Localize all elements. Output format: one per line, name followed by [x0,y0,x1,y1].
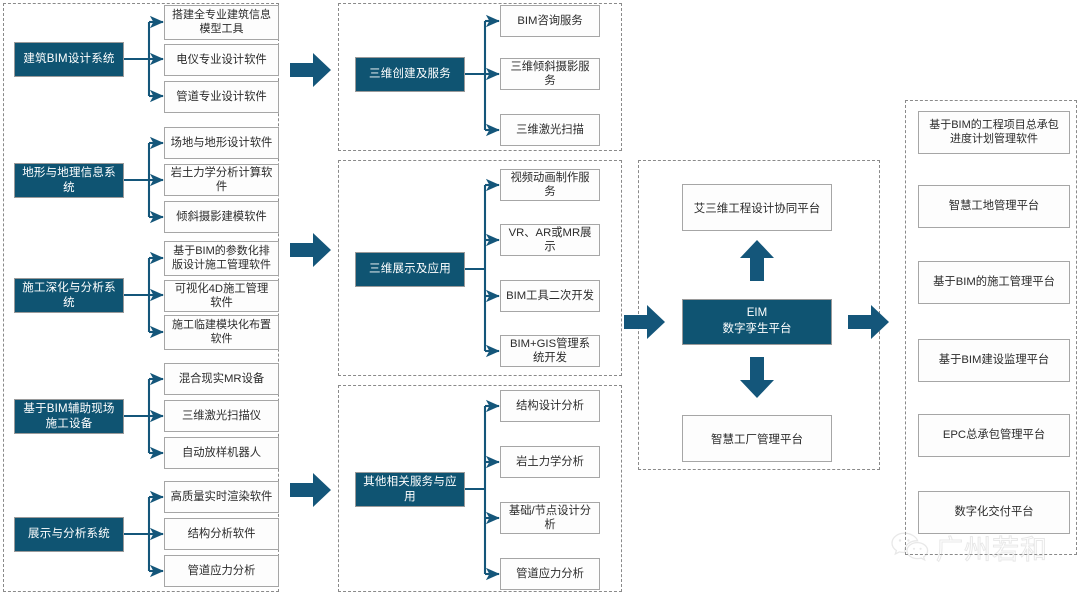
platform-box-c3-2[interactable]: 基于BIM的施工管理平台 [918,261,1070,304]
category-box-display-analysis[interactable]: 展示与分析系统 [14,517,124,552]
group-frame-col2-create [338,3,622,151]
leaf-box-c1g2-0[interactable]: 场地与地形设计软件 [164,127,279,159]
leaf-box-c1g2-1[interactable]: 岩土力学分析计算软件 [164,164,279,196]
leaf-box-c1g3-0[interactable]: 基于BIM的参数化排版设计施工管理软件 [164,241,279,276]
category-box-3d-creation-service[interactable]: 三维创建及服务 [355,57,465,92]
group-frame-col2-other [338,385,622,592]
group-frame-column3 [905,100,1077,555]
leaf-box-c1g5-1[interactable]: 结构分析软件 [164,518,279,550]
flow-arrow-core-down [740,357,774,398]
platform-box-smart-factory[interactable]: 智慧工厂管理平台 [682,415,832,462]
platform-box-c3-0[interactable]: 基于BIM的工程项目总承包进度计划管理软件 [918,111,1070,154]
leaf-box-c1g1-1[interactable]: 电仪专业设计软件 [164,44,279,76]
flow-arrow-col1-to-col2-bottom [290,473,331,507]
category-box-architecture-bim[interactable]: 建筑BIM设计系统 [14,42,124,77]
leaf-box-c2g2-3[interactable]: BIM+GIS管理系统开发 [500,335,600,367]
leaf-box-c2g1-0[interactable]: BIM咨询服务 [500,5,600,37]
platform-box-c3-1[interactable]: 智慧工地管理平台 [918,185,1070,228]
leaf-box-c2g3-2[interactable]: 基础/节点设计分析 [500,502,600,534]
category-box-bim-site-equipment[interactable]: 基于BIM辅助现场施工设备 [14,399,124,434]
leaf-box-c2g1-1[interactable]: 三维倾斜摄影服务 [500,58,600,90]
leaf-box-c1g2-2[interactable]: 倾斜摄影建模软件 [164,201,279,233]
leaf-box-c1g1-2[interactable]: 管道专业设计软件 [164,81,279,113]
category-box-other-services[interactable]: 其他相关服务与应用 [355,472,465,507]
group-frame-col2-display [338,160,622,376]
platform-box-c3-3[interactable]: 基于BIM建设监理平台 [918,339,1070,382]
category-box-terrain-gis[interactable]: 地形与地理信息系统 [14,163,124,198]
leaf-box-c2g1-2[interactable]: 三维激光扫描 [500,114,600,146]
leaf-box-c1g3-2[interactable]: 施工临建模块化布置软件 [164,315,279,350]
flow-arrow-col1-to-col2-top [290,53,331,87]
leaf-box-c1g4-2[interactable]: 自动放样机器人 [164,437,279,469]
platform-box-c3-5[interactable]: 数字化交付平台 [918,491,1070,534]
core-box-eim-digital-twin[interactable]: EIM 数字孪生平台 [682,299,832,345]
leaf-box-c2g3-3[interactable]: 管道应力分析 [500,558,600,590]
platform-box-c3-4[interactable]: EPC总承包管理平台 [918,414,1070,457]
leaf-box-c2g2-0[interactable]: 视频动画制作服务 [500,169,600,201]
category-box-3d-display-application[interactable]: 三维展示及应用 [355,252,465,287]
leaf-box-c2g2-1[interactable]: VR、AR或MR展示 [500,224,600,256]
leaf-box-c1g4-0[interactable]: 混合现实MR设备 [164,363,279,395]
category-box-construction-analysis[interactable]: 施工深化与分析系统 [14,278,124,313]
leaf-box-c2g2-2[interactable]: BIM工具二次开发 [500,280,600,312]
leaf-box-c1g4-1[interactable]: 三维激光扫描仪 [164,400,279,432]
flow-arrow-into-core [624,305,665,339]
leaf-box-c1g5-2[interactable]: 管道应力分析 [164,555,279,587]
flow-arrow-core-up [740,240,774,281]
leaf-box-c1g1-0[interactable]: 搭建全专业建筑信息模型工具 [164,5,279,40]
leaf-box-c2g3-1[interactable]: 岩土力学分析 [500,446,600,478]
flow-arrow-out-of-core [848,305,889,339]
leaf-box-c2g3-0[interactable]: 结构设计分析 [500,390,600,422]
leaf-box-c1g3-1[interactable]: 可视化4D施工管理软件 [164,280,279,312]
flow-arrow-col1-to-col2-mid [290,233,331,267]
leaf-box-c1g5-0[interactable]: 高质量实时渲染软件 [164,481,279,513]
platform-box-design-collaboration[interactable]: 艾三维工程设计协同平台 [682,184,832,231]
